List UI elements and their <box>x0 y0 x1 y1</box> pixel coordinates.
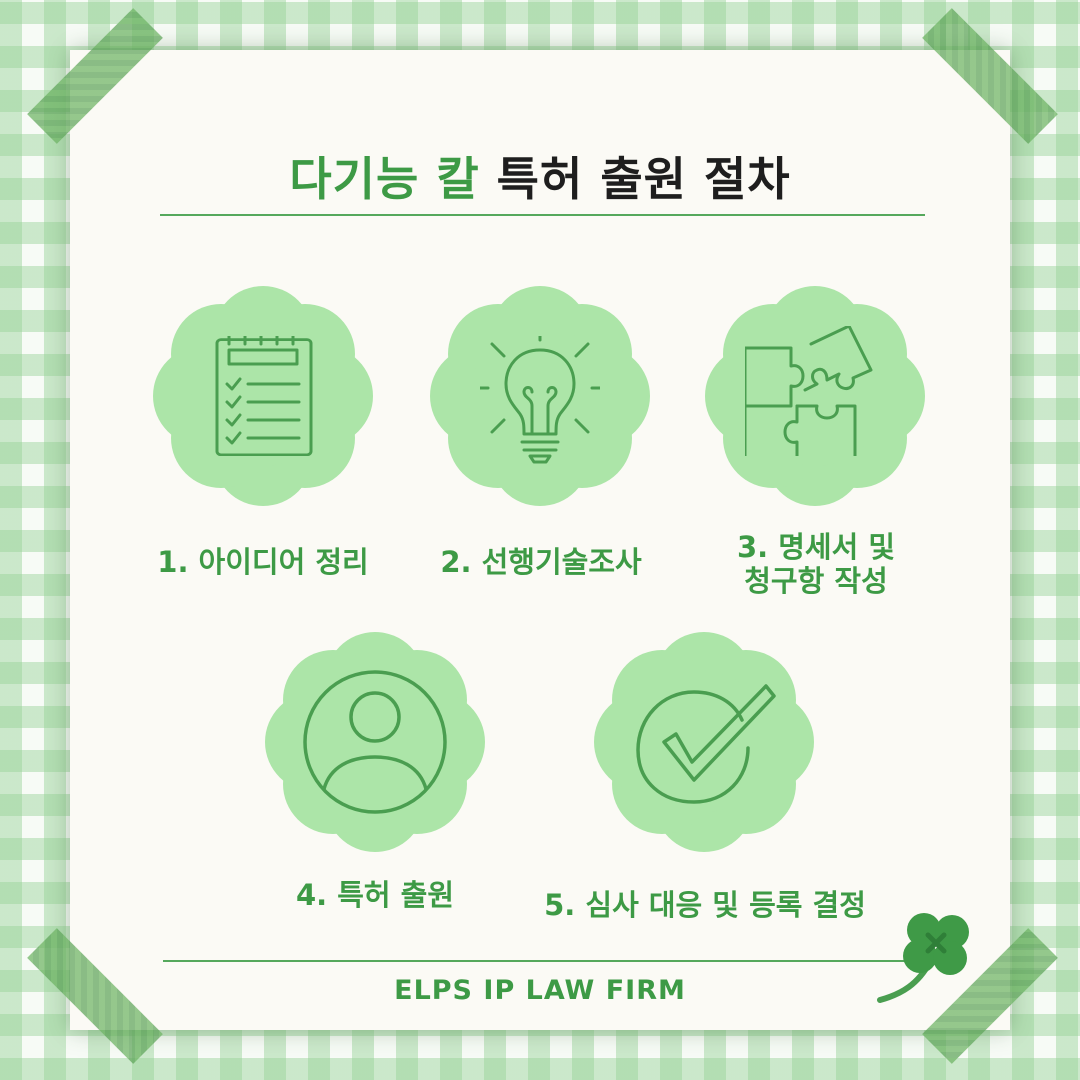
step-3-label: 3. 명세서 및 청구항 작성 <box>683 530 949 598</box>
step-4-label: 4. 특허 출원 <box>295 878 455 912</box>
step-2-badge <box>430 286 650 506</box>
step-3-badge <box>705 286 925 506</box>
title-accent: 다기능 칼 <box>289 152 480 206</box>
clover-icon <box>877 913 969 1003</box>
footer-divider <box>163 960 908 962</box>
step-4-badge <box>265 632 485 852</box>
lightbulb-icon <box>480 336 600 464</box>
footer-brand: ELPS IP LAW FIRM <box>394 975 686 1006</box>
page-title: 다기능 칼 특허 출원 절차 <box>0 143 1080 209</box>
checklist-icon <box>215 336 313 456</box>
step-3-label-line1: 3. 명세서 및 <box>736 530 896 564</box>
title-divider <box>160 214 925 216</box>
step-3-label-line2: 청구항 작성 <box>744 564 888 598</box>
flower-shape <box>430 286 650 506</box>
step-5-label: 5. 심사 대응 및 등록 결정 <box>544 888 866 922</box>
step-2-label: 2. 선행기술조사 <box>440 545 642 579</box>
step-5-badge <box>594 632 814 852</box>
puzzle-icon <box>745 326 873 456</box>
step-1-badge <box>153 286 373 506</box>
user-circle-icon <box>303 670 447 814</box>
check-circle-icon <box>636 684 776 804</box>
paper-card <box>70 50 1010 1030</box>
title-rest: 특허 출원 절차 <box>496 152 791 206</box>
step-1-label: 1. 아이디어 정리 <box>157 545 369 579</box>
